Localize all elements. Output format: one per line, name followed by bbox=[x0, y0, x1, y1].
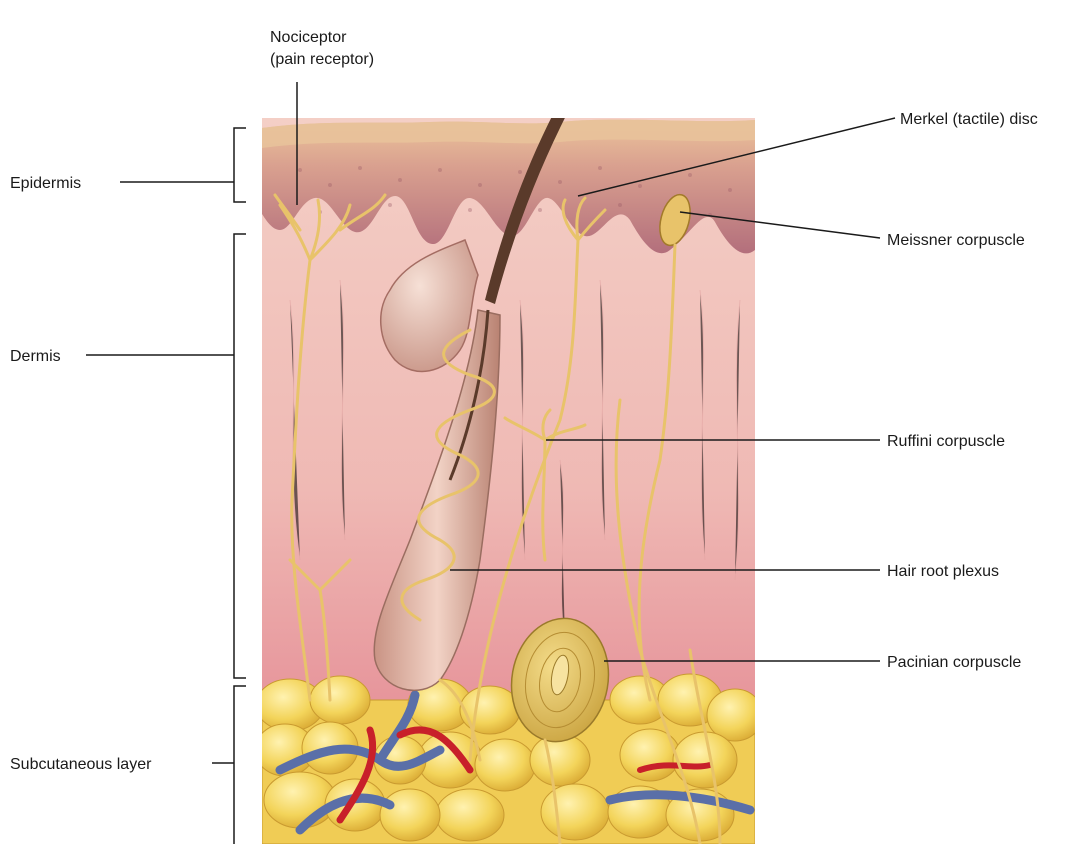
meissner-label: Meissner corpuscle bbox=[887, 232, 1025, 249]
nociceptor-label-line2: (pain receptor) bbox=[270, 51, 374, 68]
nociceptor-label-line1: Nociceptor bbox=[270, 29, 347, 46]
dermis-bracket bbox=[234, 234, 246, 678]
merkel-label: Merkel (tactile) disc bbox=[900, 111, 1038, 128]
epidermis-bracket bbox=[234, 128, 246, 202]
skin-cross-section bbox=[255, 20, 763, 844]
hair-root-label: Hair root plexus bbox=[887, 563, 999, 580]
subcutaneous-bracket bbox=[234, 686, 246, 844]
epidermis-label: Epidermis bbox=[10, 175, 81, 192]
ruffini-label: Ruffini corpuscle bbox=[887, 433, 1005, 450]
subcutaneous-label: Subcutaneous layer bbox=[10, 756, 152, 773]
layer-brackets bbox=[86, 128, 246, 844]
pacinian-label: Pacinian corpuscle bbox=[887, 654, 1021, 671]
dermis-label: Dermis bbox=[10, 348, 61, 365]
